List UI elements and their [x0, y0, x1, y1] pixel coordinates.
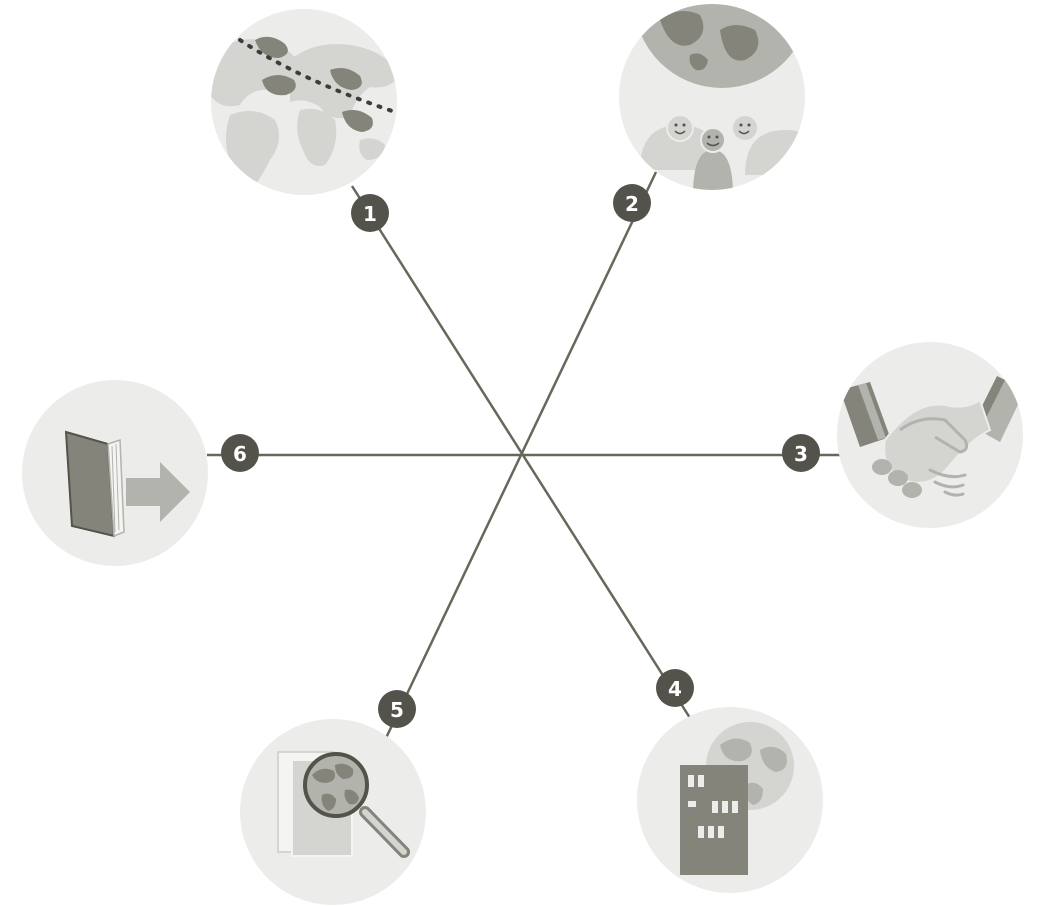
badge-5-label: 5 — [390, 698, 404, 722]
node-2 — [619, 0, 825, 195]
badge-6-label: 6 — [233, 442, 247, 466]
connector-lines — [207, 172, 840, 738]
badge-6: 6 — [221, 434, 259, 472]
connector-line-1-4 — [352, 186, 690, 718]
badge-1-label: 1 — [363, 202, 377, 226]
badge-3-label: 3 — [794, 442, 808, 466]
badge-2-label: 2 — [625, 192, 639, 216]
badge-1: 1 — [351, 194, 389, 232]
node-6 — [22, 380, 208, 566]
node-1 — [210, 9, 400, 200]
node-4 — [637, 707, 823, 893]
badge-5: 5 — [378, 690, 416, 728]
badge-4-label: 4 — [668, 677, 682, 701]
badge-3: 3 — [782, 434, 820, 472]
badge-4: 4 — [656, 669, 694, 707]
node-5 — [240, 719, 426, 905]
badge-2: 2 — [613, 184, 651, 222]
node-3 — [837, 342, 1025, 528]
